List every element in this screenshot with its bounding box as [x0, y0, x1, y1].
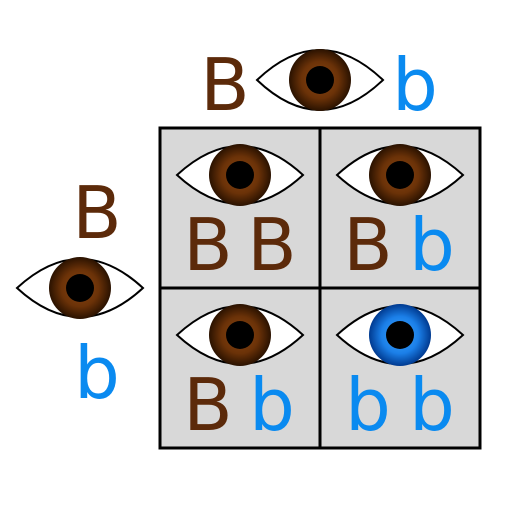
cell-bottom-left-allele-2: b	[249, 363, 295, 447]
parent-top-allele-recessive: b	[392, 43, 438, 127]
parent-top-allele-dominant: B	[200, 43, 249, 127]
cell-bottom-left-allele-1: B	[183, 363, 232, 447]
cell-top-right-eye-icon	[335, 144, 465, 206]
cell-bottom-right-eye-icon	[335, 304, 465, 366]
cell-top-left-allele-2: B	[247, 203, 296, 287]
cell-bottom-right-allele-1: b	[345, 363, 391, 447]
cell-bottom-right-allele-2: b	[409, 363, 455, 447]
parent-top-eye-icon	[255, 49, 385, 111]
parent-left-allele-recessive: b	[74, 331, 120, 415]
cell-top-left-eye-icon	[175, 144, 305, 206]
parent-top: B b	[200, 43, 438, 127]
parent-left-eye-icon	[15, 257, 145, 319]
parent-left-allele-dominant: B	[72, 171, 121, 255]
cell-top-right: B b	[335, 144, 465, 287]
parent-left: B b	[15, 171, 145, 415]
cell-top-left-allele-1: B	[183, 203, 232, 287]
cell-top-right-allele-2: b	[409, 203, 455, 287]
cell-bottom-left-eye-icon	[175, 304, 305, 366]
cell-bottom-right: b b	[335, 304, 465, 447]
cell-bottom-left: B b	[175, 304, 305, 447]
cell-top-right-allele-1: B	[343, 203, 392, 287]
cell-top-left: B B	[175, 144, 305, 287]
